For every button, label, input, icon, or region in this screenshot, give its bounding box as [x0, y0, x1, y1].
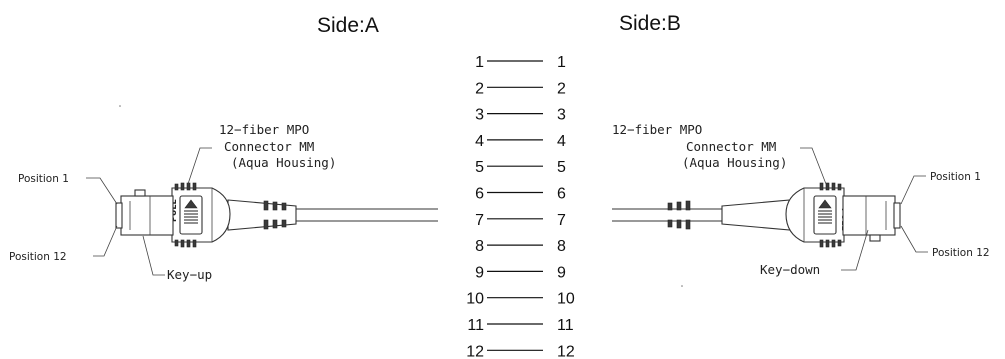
- side-a-connector-label-3: (Aqua Housing): [231, 155, 336, 170]
- pin-left-label: 10: [466, 291, 484, 308]
- pin-right-label: 2: [557, 80, 566, 97]
- side-a-housing-ribs: [174, 182, 197, 248]
- pin-right-label: 8: [557, 238, 566, 255]
- side-b-connector: PULL 12−fiber MPO Connector MM (Aqua Hou…: [612, 122, 990, 277]
- pin-right-label: 12: [557, 343, 575, 359]
- pin-left-label: 9: [475, 264, 484, 281]
- pin-right-label: 7: [557, 212, 566, 229]
- pin-right-label: 3: [557, 107, 566, 124]
- side-a-connector: PULL 12−fiber MPO Connector MM (Aqua Hou…: [9, 122, 438, 282]
- pin-right-label: 5: [557, 159, 566, 176]
- side-b-key-label: Key−down: [760, 262, 820, 277]
- side-a-strain-relief: [263, 200, 287, 230]
- pin-left-label: 6: [475, 186, 484, 203]
- side-a-connector-label-1: 12−fiber MPO: [219, 122, 309, 137]
- side-b-connector-label-3: (Aqua Housing): [682, 155, 787, 170]
- side-a-position-1: Position 1: [18, 173, 69, 185]
- pin-row: 10 10: [466, 291, 575, 308]
- side-b-connector-label-1: 12−fiber MPO: [612, 122, 702, 137]
- pin-row: 12 12: [466, 343, 575, 359]
- pin-right-label: 4: [557, 133, 566, 150]
- pin-left-label: 1: [475, 54, 484, 71]
- pin-left-label: 4: [475, 133, 484, 150]
- pin-left-label: 2: [475, 80, 484, 97]
- side-a-connector-label-2: Connector MM: [224, 139, 314, 154]
- side-b-position-12: Position 12: [932, 247, 990, 259]
- side-a-position-12: Position 12: [9, 251, 67, 263]
- pin-left-label: 5: [475, 159, 484, 176]
- pin-row: 11 11: [467, 317, 573, 334]
- pin-right-label: 11: [557, 317, 574, 334]
- side-b-housing-ribs: [819, 182, 842, 248]
- pin-right-label: 9: [557, 264, 566, 281]
- side-a-title: Side:A: [317, 14, 379, 37]
- pin-left-label: 12: [466, 343, 484, 359]
- pin-left-label: 3: [475, 107, 484, 124]
- side-b-title: Side:B: [619, 12, 681, 35]
- pin-right-label: 6: [557, 186, 566, 203]
- pin-left-label: 11: [467, 317, 484, 334]
- pin-left-label: 7: [475, 212, 484, 229]
- side-b-position-1: Position 1: [930, 171, 981, 183]
- pin-right-label: 1: [557, 54, 566, 71]
- pin-right-label: 10: [557, 291, 575, 308]
- speck: [119, 105, 121, 107]
- side-b-strain-relief: [667, 200, 691, 230]
- speck: [681, 285, 683, 287]
- pin-left-label: 8: [475, 238, 484, 255]
- side-a-key-label: Key−up: [167, 267, 212, 282]
- side-b-connector-label-2: Connector MM: [686, 139, 776, 154]
